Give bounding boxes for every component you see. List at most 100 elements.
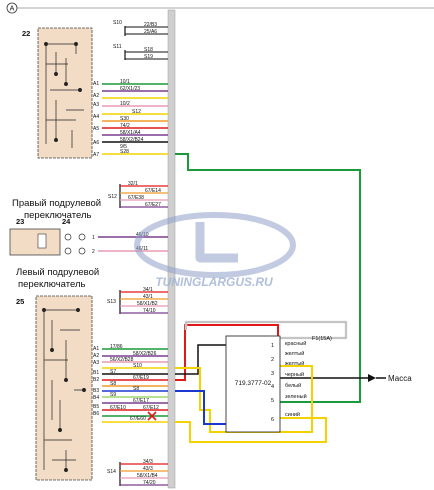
splice-s10: S10 22/B3 25/A6 (113, 20, 168, 36)
module-wire-green (175, 153, 361, 403)
module-pin-color: желтый (285, 350, 304, 357)
wire-label: 9/5 (120, 144, 127, 150)
right-switch-title: переключатель (24, 210, 91, 221)
left-switch-title: Левый подрулевой (16, 267, 99, 278)
module-pin-number: 1 (271, 343, 274, 349)
module-pin-number: 6 (271, 417, 274, 423)
wire-label: 67/E10 (110, 405, 126, 411)
right-switch-pin-labels: A1 A2 A3 A4 A5 A6 A7 (93, 81, 99, 158)
wire-label: 34/1 (143, 287, 153, 293)
wire-label: 32/1 (128, 181, 138, 187)
wire-label: 58/X2/B24 (120, 137, 144, 143)
module-pin-number: 2 (271, 357, 274, 363)
left-switch-title: переключатель (18, 279, 85, 290)
connector-23-inner (37, 233, 47, 249)
module-pin-number: 5 (271, 398, 274, 404)
wire-label: 22/B3 (144, 22, 157, 28)
wire-label: 74/10 (143, 308, 156, 314)
left-switch-pin: B6 (93, 411, 99, 417)
left-switch-wires (102, 348, 168, 423)
module-pin-color: черный (285, 371, 304, 378)
connector-pin: 2 (92, 249, 95, 255)
wire-label: 17/86 (110, 344, 123, 350)
wire-label: 67/E38 (128, 195, 144, 201)
wire-label: 43/3 (143, 466, 153, 472)
right-switch-pin: A6 (93, 140, 99, 146)
module-pin-color: синий (285, 411, 300, 418)
wire-label: S28 (120, 149, 129, 155)
wire-label: S19 (144, 54, 153, 60)
right-switch-wire-labels: 10/1 62/X1/23 10/2 S12 S30 74/2 58/X1/A4… (120, 79, 144, 155)
connector-pin: 1 (92, 235, 95, 241)
wire-label: S8 (110, 381, 116, 387)
wire-label: S8 (133, 386, 139, 392)
wire-label: 74/20 (143, 480, 156, 486)
wire-label: S18 (144, 47, 153, 53)
module-wire-yellow-2 (175, 417, 327, 443)
left-switch-pin: A1 (93, 346, 99, 352)
right-switch-pin: A1 (93, 81, 99, 87)
module-pin-number: 4 (271, 384, 274, 390)
wire-label: 67/E19 (133, 375, 149, 381)
left-switch-pin: B3 (93, 388, 99, 394)
right-switch-pin: A3 (93, 102, 99, 108)
module-wire-white-outline (185, 321, 347, 339)
harness-trunk (167, 9, 176, 489)
wire-label: 67/E12 (143, 405, 159, 411)
left-switch-pin: B4 (93, 395, 99, 401)
wire-label: 67/E60 (130, 416, 146, 422)
splice-id: S13 (107, 299, 116, 305)
wire-label: 58/X2/B26 (133, 351, 157, 357)
ground-arrow-icon (368, 374, 376, 382)
wire-label: S9 (110, 392, 116, 398)
wire-label: 10/2 (120, 101, 130, 107)
splice-s13: S13 34/1 43/1 58/X1/B2 74/10 (107, 287, 168, 314)
wire-label: S30 (120, 116, 129, 122)
wire-label: 67/E14 (145, 188, 161, 194)
splice-id: S12 (108, 194, 117, 200)
right-switch-id: 22 (22, 29, 30, 38)
splice-id: S11 (113, 44, 122, 50)
wire-label: 43/1 (143, 294, 153, 300)
fuse-label: F1(15A) (312, 336, 332, 342)
module-body (225, 335, 281, 433)
module-part-number: 719.3777-02 (235, 380, 272, 387)
left-switch-pin: B2 (93, 377, 99, 383)
left-switch-body (35, 295, 93, 481)
left-switch-pin: B5 (93, 404, 99, 410)
wire-label: 58/X1/A4 (120, 130, 141, 136)
left-switch-pin: B1 (93, 370, 99, 376)
wire-label: 56/X2/B28 (110, 357, 134, 363)
connector-23-id: 23 (16, 217, 24, 226)
right-switch-pin: A2 (93, 93, 99, 99)
right-switch-wires (102, 83, 168, 155)
connector-24-id: 24 (62, 217, 71, 226)
wire-label: 46/11 (136, 246, 148, 252)
module-pin-color: белый (285, 382, 301, 389)
wire-label: 10/1 (120, 79, 130, 85)
ground-label: Масса (388, 374, 412, 383)
wire-label: 74/2 (120, 123, 130, 129)
right-switch-pin: A5 (93, 126, 99, 132)
left-switch-pin: A3 (93, 360, 99, 366)
right-switch-pin: A7 (93, 152, 99, 158)
module-pin-color: желтый (285, 360, 304, 367)
cut-marker (147, 411, 157, 421)
right-switch-contacts (44, 42, 84, 148)
splice-id: S10 (113, 20, 122, 26)
wire-label: 67/E27 (145, 202, 161, 208)
splice-s12: S12 32/1 67/E14 67/E38 67/E27 (108, 181, 168, 208)
module-wire-yellow (175, 365, 313, 433)
wire-label: S10 (133, 363, 142, 369)
left-switch-wire-labels: 17/86 58/X2/B26 56/X2/B28 S10 S7 67/E19 … (110, 344, 159, 422)
right-switch-title: Правый подрулевой (12, 198, 101, 209)
wire-label: 34/3 (143, 459, 153, 465)
watermark-text: TUNINGLARGUS.RU (155, 275, 273, 289)
module-pin-color: зеленый (285, 393, 307, 400)
right-switch-pin: A4 (93, 114, 99, 120)
module-pin-color: красный (285, 340, 306, 347)
left-switch-pin: A2 (93, 353, 99, 359)
splice-id: S14 (107, 469, 116, 475)
wire-label: 62/X1/23 (120, 86, 140, 92)
